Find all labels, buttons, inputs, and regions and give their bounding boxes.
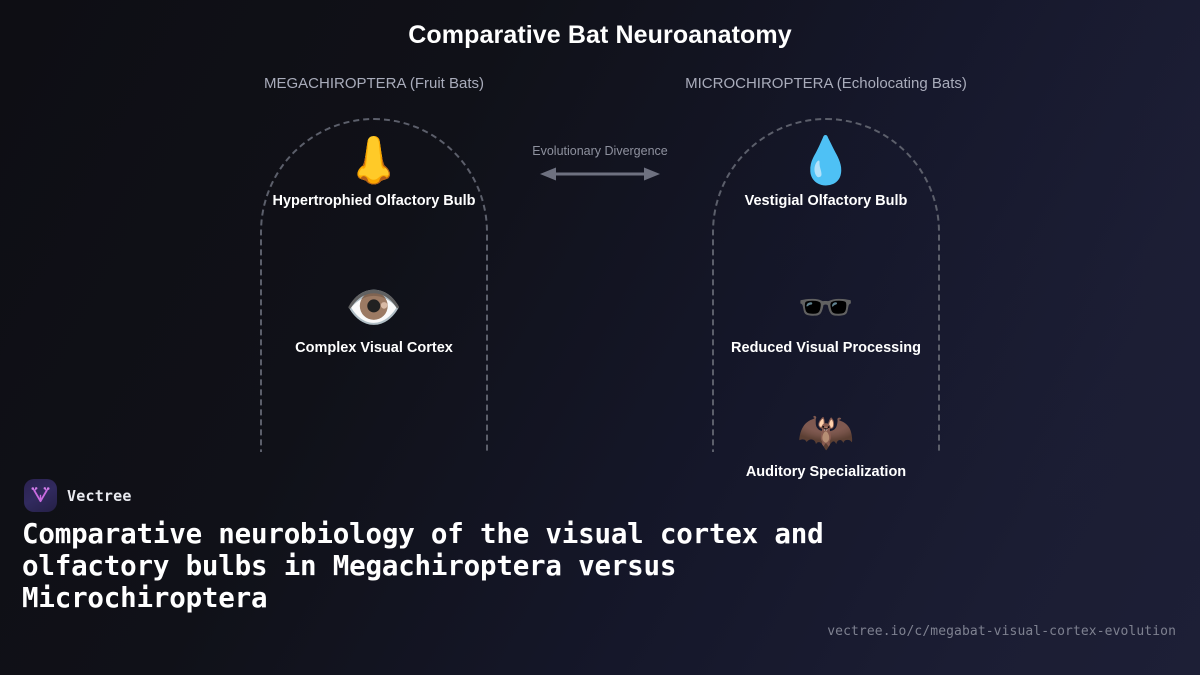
feature-label: Vestigial Olfactory Bulb	[744, 193, 908, 209]
double-headed-arrow-icon	[500, 167, 700, 181]
feature-item: 🦇 Auditory Specialization	[666, 404, 986, 480]
feature-item: 👁️ Complex Visual Cortex	[214, 280, 534, 356]
vectree-logo-icon	[24, 479, 57, 512]
source-url: vectree.io/c/megabat-visual-cortex-evolu…	[827, 624, 1176, 639]
eye-icon: 👁️	[345, 280, 403, 334]
bat-icon: 🦇	[797, 404, 855, 458]
droplet-icon: 💧	[797, 133, 855, 187]
arch-frame-microchiroptera	[712, 118, 940, 452]
column-header-megachiroptera: MEGACHIROPTERA (Fruit Bats)	[263, 75, 485, 92]
feature-label: Complex Visual Cortex	[295, 340, 453, 356]
feature-item: 👃 Hypertrophied Olfactory Bulb	[214, 133, 534, 209]
feature-item: 🕶️ Reduced Visual Processing	[666, 280, 986, 356]
feature-item: 💧 Vestigial Olfactory Bulb	[666, 133, 986, 209]
headline: Comparative neurobiology of the visual c…	[22, 518, 824, 614]
glasses-icon: 🕶️	[797, 280, 855, 334]
evolutionary-divergence-marker: Evolutionary Divergence	[500, 144, 700, 181]
brand-row: Vectree	[24, 479, 132, 512]
arch-frame-megachiroptera	[260, 118, 488, 452]
page-title: Comparative Bat Neuroanatomy	[408, 21, 792, 49]
feature-label: Reduced Visual Processing	[731, 340, 921, 356]
feature-label: Hypertrophied Olfactory Bulb	[272, 193, 476, 209]
column-header-microchiroptera: MICROCHIROPTERA (Echolocating Bats)	[685, 75, 967, 92]
feature-label: Auditory Specialization	[745, 464, 907, 480]
brand-name: Vectree	[67, 486, 132, 505]
divergence-label: Evolutionary Divergence	[532, 144, 668, 158]
nose-icon: 👃	[345, 133, 403, 187]
